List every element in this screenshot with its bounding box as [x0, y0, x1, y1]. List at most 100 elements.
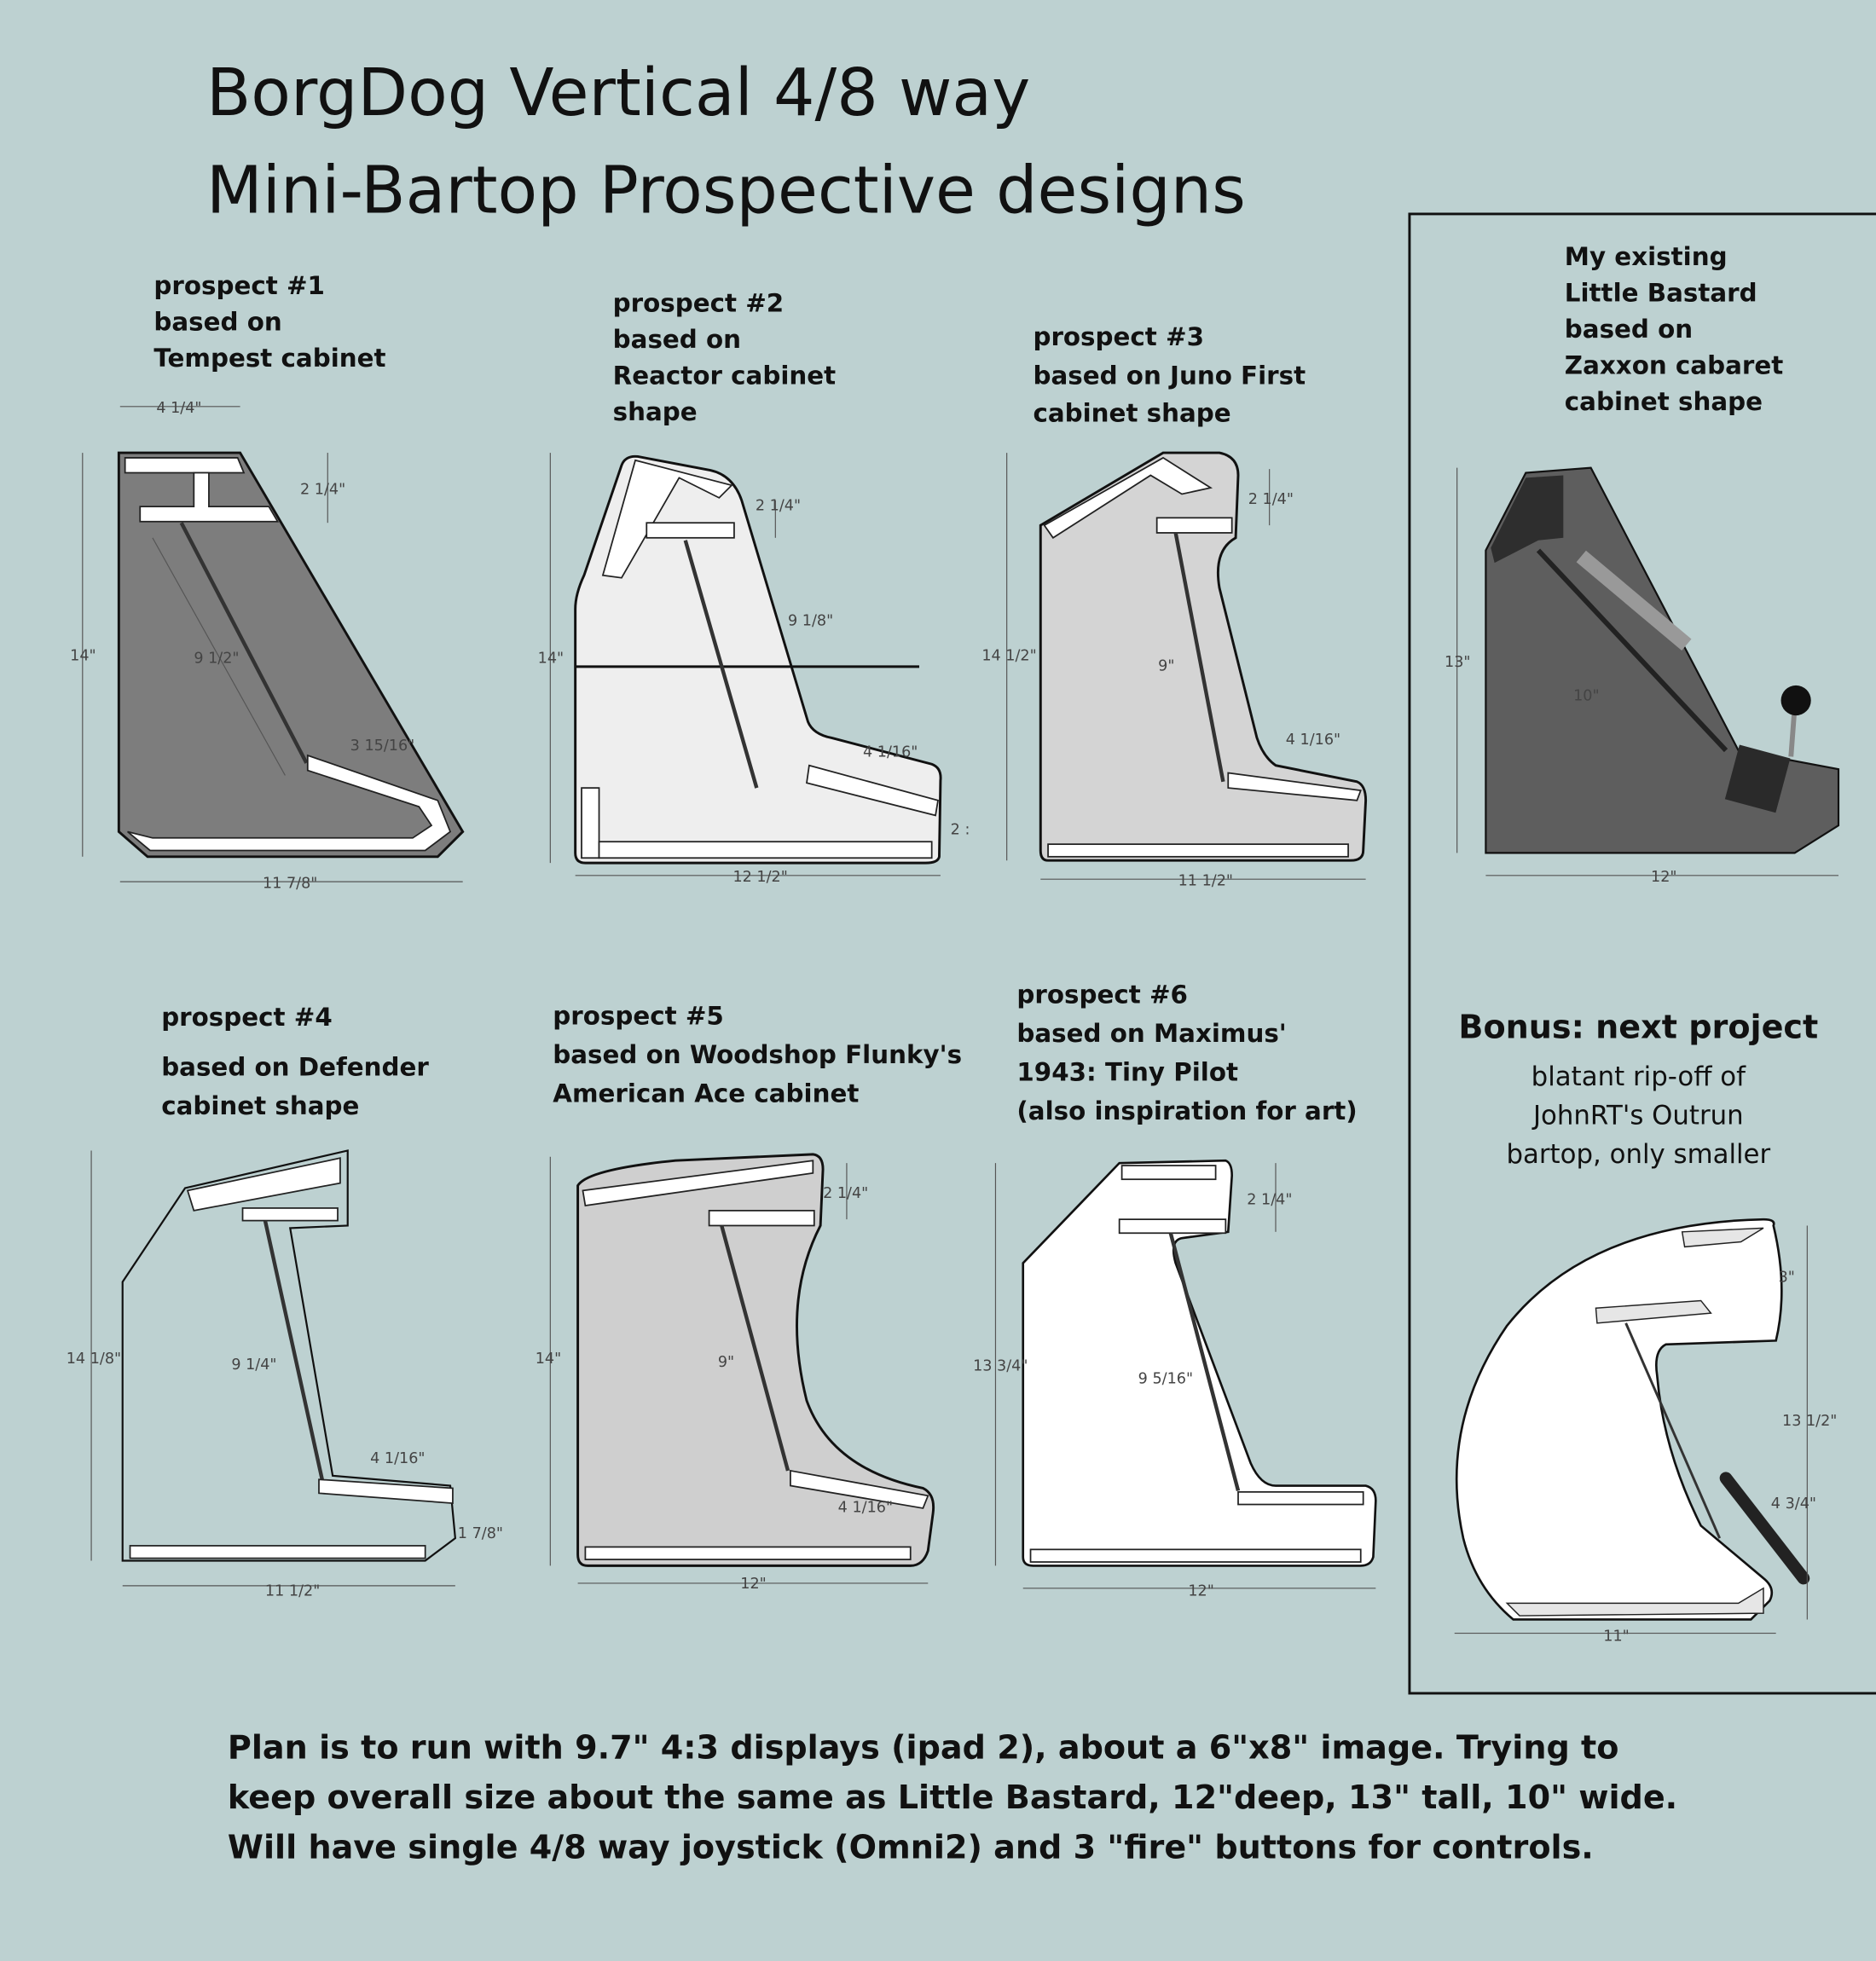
- prospect-5-line: American Ace cabinet: [553, 1079, 859, 1108]
- dim-label: 12": [1651, 869, 1676, 886]
- monitor-board: [1576, 550, 1692, 651]
- marquee-panel: [1681, 1227, 1764, 1248]
- dim-label: 4 1/16": [838, 1499, 893, 1516]
- dim-label: 12": [740, 1576, 766, 1593]
- screen: [263, 1220, 325, 1483]
- existing-line: based on: [1565, 315, 1693, 344]
- cabinet-side-profile: [574, 454, 942, 865]
- dim-label: 2 1/4": [823, 1185, 868, 1202]
- prospect-3: prospect #3 based on Juno First cabinet …: [981, 322, 1368, 890]
- dim-label: 14": [536, 1351, 561, 1368]
- dim-label: 14": [70, 648, 96, 665]
- prospect-3-heading: prospect #3: [1033, 322, 1204, 351]
- marquee-panel: [1043, 456, 1213, 539]
- marquee-shelf: [1118, 1218, 1227, 1235]
- existing-heading: My existing: [1565, 242, 1728, 271]
- marquee-panel: [1120, 1165, 1217, 1181]
- prospect-4: prospect #4 based on Defender cabinet sh…: [67, 1003, 503, 1600]
- dim-label: 3": [1779, 1269, 1795, 1286]
- control-panel: [806, 764, 939, 817]
- existing-line: Zaxxon cabaret: [1565, 351, 1783, 380]
- existing-line: cabinet shape: [1565, 387, 1763, 416]
- screen: [1624, 1322, 1722, 1539]
- dim-label: 9 1/8": [788, 612, 833, 629]
- title-line-1: BorgDog Vertical 4/8 way: [206, 55, 1030, 130]
- prospect-1-heading: prospect #1: [153, 271, 325, 300]
- cabinet-side-profile: [576, 1153, 935, 1567]
- prospect-1: prospect #1 based on Tempest cabinet 4 1…: [70, 271, 465, 892]
- footer-line: Plan is to run with 9.7" 4:3 displays (i…: [228, 1728, 1619, 1766]
- screen: [179, 522, 309, 764]
- screen: [720, 1224, 790, 1472]
- dim-label: 9 1/2": [194, 650, 239, 667]
- steering-wheel-icon: [1719, 1472, 1810, 1585]
- dim-label: 2 1/4": [300, 481, 345, 498]
- dim-label: 4 1/16": [863, 743, 918, 761]
- dim-label: 2 1/4": [1248, 491, 1294, 508]
- dim-label: 4 1/4": [156, 400, 201, 417]
- marquee-panel: [186, 1157, 341, 1212]
- existing-and-bonus-box: [1408, 212, 1876, 1695]
- base-panel: [1047, 843, 1349, 858]
- prospect-2-heading: prospect #2: [613, 288, 785, 317]
- base-panel: [598, 841, 933, 859]
- control-panel: [318, 1478, 454, 1505]
- prospect-3-line: based on Juno First: [1033, 361, 1306, 390]
- dim-label: 4 1/16": [370, 1450, 425, 1467]
- joystick-base: [1724, 744, 1791, 813]
- prospect-4-line: cabinet shape: [161, 1091, 359, 1120]
- base-panel: [1505, 1587, 1764, 1617]
- dim-label: 2 1/4": [1247, 1192, 1292, 1209]
- existing-line: Little Bastard: [1565, 279, 1757, 308]
- marquee-shelf: [646, 522, 735, 539]
- dim-label: 3 15/16": [350, 738, 415, 755]
- dim-label: 13 1/2": [1782, 1413, 1837, 1430]
- dim-label: 9 5/16": [1138, 1370, 1193, 1387]
- dim-label: 1 7/8": [458, 1525, 503, 1542]
- footer-line: Will have single 4/8 way joystick (Omni2…: [228, 1829, 1594, 1866]
- prospect-6: prospect #6 based on Maximus' 1943: Tiny…: [973, 980, 1377, 1600]
- cabinet-side-profile: [1039, 451, 1368, 862]
- dim-label: 13 3/4": [973, 1358, 1028, 1375]
- dim-label: 12": [1188, 1583, 1213, 1600]
- base-panel: [129, 1545, 426, 1559]
- prospect-2: prospect #2 based on Reactor cabinet sha…: [538, 288, 970, 886]
- prospect-6-line: based on Maximus': [1016, 1019, 1286, 1048]
- dim-label: 14 1/2": [981, 648, 1036, 665]
- control-panel: [1227, 772, 1362, 801]
- dim-label: 11": [1603, 1628, 1629, 1645]
- prospect-6-line: 1943: Tiny Pilot: [1016, 1057, 1238, 1086]
- prospect-6-heading: prospect #6: [1016, 980, 1188, 1009]
- screen: [683, 540, 759, 789]
- control-panel: [127, 754, 452, 852]
- prospect-3-line: cabinet shape: [1033, 398, 1230, 427]
- rear-brace: [581, 787, 600, 859]
- prospect-2-line: Reactor cabinet: [613, 361, 837, 390]
- dim-label: 9": [1158, 657, 1174, 674]
- dim-label: 9 1/4": [231, 1357, 276, 1374]
- prospect-5-line: based on Woodshop Flunky's: [553, 1040, 962, 1069]
- control-panel: [1237, 1490, 1364, 1506]
- dim-label: 4 3/4": [1771, 1495, 1816, 1513]
- dim-label: 2 :: [951, 821, 970, 838]
- dim-label: 14": [538, 650, 564, 667]
- cabinet-side-profile: [117, 451, 465, 859]
- marquee-shelf: [1155, 517, 1233, 534]
- existing-little-bastard: My existing Little Bastard based on Zaxx…: [1445, 242, 1840, 886]
- marquee-shelf: [139, 471, 280, 523]
- prospect-1-line: Tempest cabinet: [153, 344, 385, 373]
- marquee-panel: [1491, 475, 1564, 564]
- screen: [1173, 532, 1225, 783]
- base-panel: [584, 1546, 912, 1560]
- marquee-panel: [124, 457, 246, 474]
- control-panel: [790, 1469, 929, 1509]
- bonus-line: blatant rip-off of: [1531, 1061, 1746, 1092]
- dim-label: 2 1/4": [756, 498, 801, 515]
- prospect-2-line: shape: [613, 397, 698, 426]
- title-line-2: Mini-Bartop Prospective designs: [206, 152, 1246, 228]
- marquee-shelf: [708, 1209, 815, 1227]
- joystick-ball-icon: [1780, 685, 1811, 716]
- cabinet-side-profile: [121, 1149, 457, 1562]
- marquee-panel: [601, 459, 733, 579]
